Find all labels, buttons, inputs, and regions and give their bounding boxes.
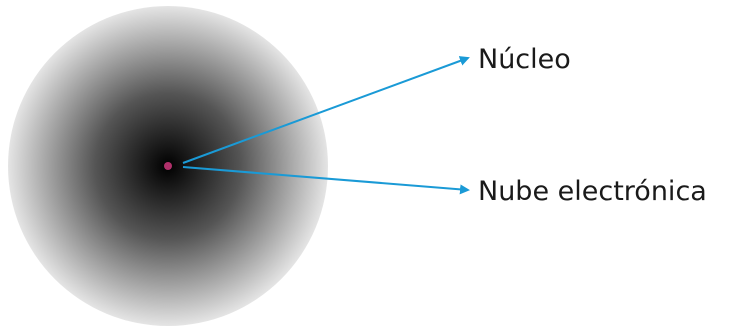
nucleus-label: Núcleo: [478, 46, 571, 73]
electron-cloud-label: Nube electrónica: [478, 178, 707, 205]
nucleus-dot: [164, 162, 172, 170]
